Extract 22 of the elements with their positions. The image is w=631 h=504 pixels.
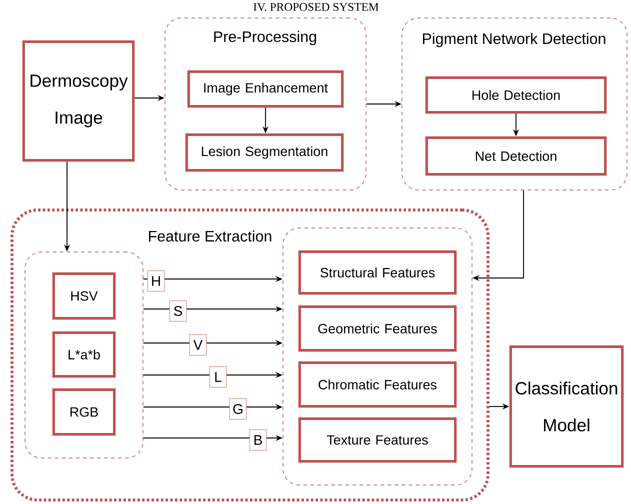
process-box: Texture Features [298, 417, 457, 463]
edge-label: H [147, 270, 165, 292]
heading: IV. PROPOSED SYSTEM [254, 3, 379, 11]
process-box: Structural Features [298, 250, 457, 295]
process-box: Image Enhancement [187, 70, 344, 108]
process-box: Net Detection [425, 136, 607, 176]
edge-label: G [229, 398, 247, 420]
process-box: HSV [52, 272, 116, 320]
process-box: Geometric Features [298, 305, 457, 352]
edge-label: S [169, 300, 187, 322]
dashed-box [282, 228, 472, 486]
process-box: Lesion Segmentation [185, 133, 344, 172]
edge-label: V [189, 334, 207, 356]
process-box: L*a*b [52, 331, 116, 378]
dashed-box [24, 252, 144, 458]
process-box: Classification Model [509, 345, 624, 468]
edge-label: L [209, 366, 227, 388]
process-box: RGB [52, 388, 116, 436]
edge-label: B [249, 429, 267, 451]
process-box: Hole Detection [425, 76, 607, 114]
process-box: Chromatic Features [298, 361, 457, 408]
process-box: Dermoscopy Image [22, 40, 135, 162]
